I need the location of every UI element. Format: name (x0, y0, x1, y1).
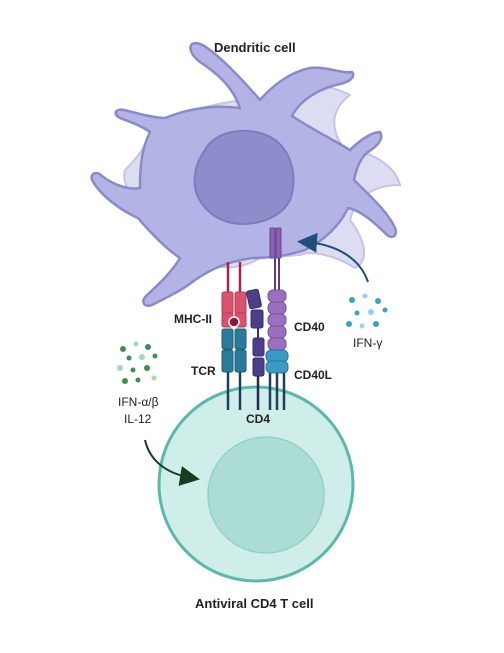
cd4-molecule (246, 288, 265, 410)
dendritic-cell-label: Dendritic cell (214, 40, 296, 55)
t-cell (157, 385, 355, 583)
dendritic-cell (90, 41, 397, 307)
t-cell-label: Antiviral CD4 T cell (195, 596, 314, 611)
cd40-molecule (267, 227, 287, 351)
il12-label: IL-12 (124, 412, 152, 426)
ifn-alpha-beta-dots (117, 341, 158, 384)
ifn-gamma-label: IFN-γ (353, 336, 383, 350)
cd40-label: CD40 (294, 320, 325, 334)
cd40l-label: CD40L (294, 368, 333, 382)
cd40l-molecule (265, 349, 289, 410)
ifn-alpha-beta-arrow (144, 439, 200, 486)
tcr-label: TCR (191, 364, 216, 378)
ifn-gamma-arrow (297, 232, 369, 283)
mhc-ii-molecule (221, 262, 247, 328)
ifn-alpha-beta-label: IFN-α/β (118, 395, 159, 409)
ifn-gamma-dots (346, 293, 388, 329)
tcr-molecule (221, 328, 247, 410)
cd4-label: CD4 (246, 412, 271, 426)
mhc-ii-label: MHC-II (174, 312, 212, 326)
